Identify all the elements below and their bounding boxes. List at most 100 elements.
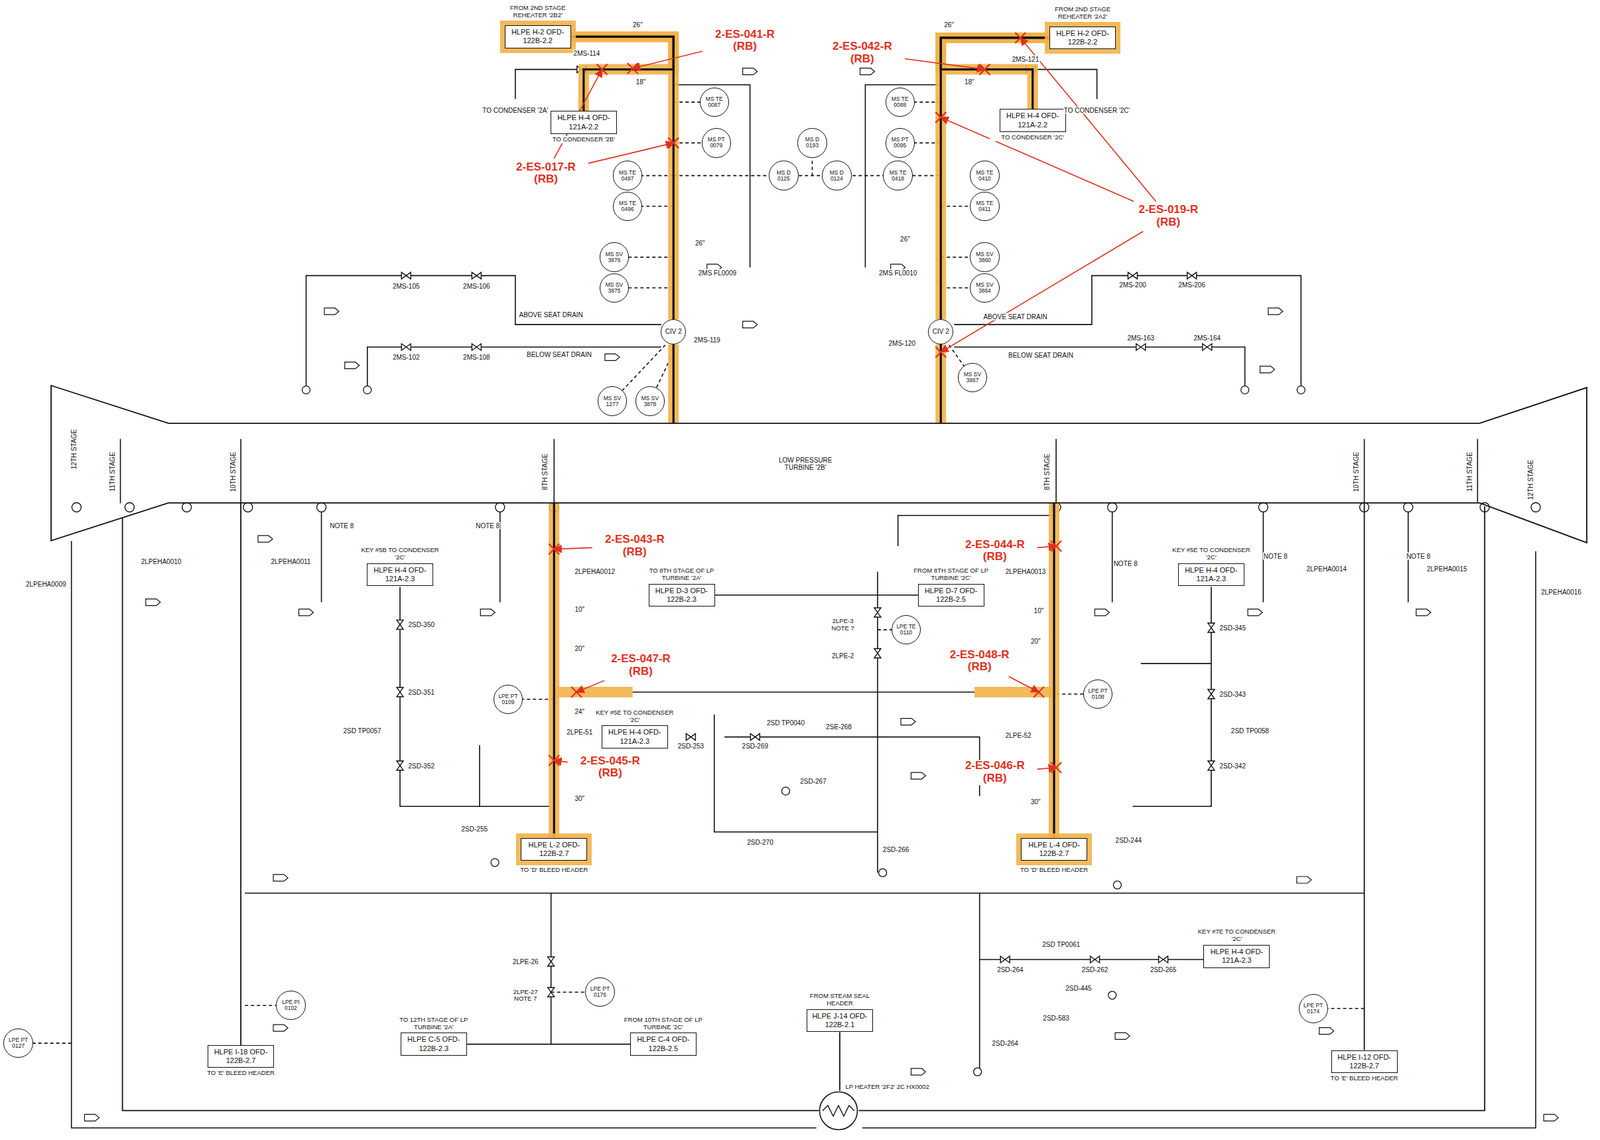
instrument-tag: MS PT 0095 xyxy=(888,136,912,149)
instrument-bubble: LPE PI 0102 xyxy=(275,990,306,1020)
tag-label: 2SD-343 xyxy=(1218,690,1246,698)
leader-line xyxy=(632,51,703,69)
instrument-bubble: LPE PT 0176 xyxy=(585,977,615,1007)
callout-number: 2-ES-041-R (RB) xyxy=(705,28,785,54)
line-flag xyxy=(344,362,360,369)
instrument-tag: MS D 0125 xyxy=(772,169,795,182)
cut-mark xyxy=(667,137,679,148)
instrument-tag: MS TE 0496 xyxy=(616,200,639,213)
valve-symbol xyxy=(396,619,404,629)
tag-label: 2SD TP0040 xyxy=(766,719,806,727)
line-flag xyxy=(1094,608,1110,616)
pipe-line xyxy=(1055,438,1057,503)
box-text: HLPE D-7 OFD-122B-2.5 xyxy=(922,586,980,604)
pipe-line xyxy=(321,507,323,603)
tag-label: 2MS-102 xyxy=(392,353,421,361)
valve-symbol xyxy=(401,271,411,279)
box-caption: KEY #5B TO CONDENSER '2C' xyxy=(356,546,444,562)
line-flag xyxy=(1416,608,1431,616)
valve-symbol xyxy=(1090,955,1100,963)
tag-label: 2SD TP0057 xyxy=(342,727,383,735)
tag-label: 2LPEHA0013 xyxy=(1004,567,1047,576)
valve-symbol xyxy=(874,648,881,658)
valve-circle: CIV 2 xyxy=(660,319,686,345)
stage-label: 10TH STAGE xyxy=(228,450,237,492)
tag-label: 2LPE-2 xyxy=(831,651,855,659)
drain-end xyxy=(1108,991,1117,1000)
instrument-tag: MS SV 3875 xyxy=(602,281,626,294)
box-caption: KEY #5E TO CONDENSER '2C' xyxy=(591,709,678,724)
box-text: HLPE I-12 OFD-122B-2.7 xyxy=(1335,1052,1394,1070)
tag-label: 2SD-264 xyxy=(996,965,1024,974)
box-caption: TO CONDENSER '2B' xyxy=(540,135,627,144)
box-text: HLPE H-2 OFD-122B-2.2 xyxy=(509,27,567,46)
pipe-line xyxy=(550,892,552,1045)
leader-line xyxy=(904,59,986,70)
box-caption: FROM 10TH STAGE OF LP TURBINE '2C' xyxy=(620,1016,707,1031)
equipment-name: LP HEATER '2F2' 2C HX0002 xyxy=(845,1083,938,1091)
tag-label: 2SD TP0058 xyxy=(1230,727,1270,735)
tag-label: 2SD-255 xyxy=(461,825,489,833)
heater-outline xyxy=(819,1091,858,1130)
drain-end xyxy=(878,868,887,877)
reference-box: FROM 2ND STAGE REHEATER '2B2'HLPE H-2 OF… xyxy=(504,25,572,48)
tag-label: 2SD-583 xyxy=(1042,1013,1070,1021)
stage-label: 8TH STAGE xyxy=(541,452,549,491)
instrument-bubble: MS D 0124 xyxy=(821,160,852,190)
callout-number: 2-ES-047-R (RB) xyxy=(600,652,681,678)
valve-symbol xyxy=(750,733,760,741)
line-flag xyxy=(1115,1032,1130,1039)
leader-line xyxy=(553,547,593,549)
stage-label: 12TH STAGE xyxy=(69,428,77,470)
instrument-bubble: LPE PT 0109 xyxy=(493,684,523,714)
stage-label: 12TH STAGE xyxy=(1527,459,1535,501)
box-text: HLPE H-4 OFD-121A-2.2 xyxy=(555,113,613,131)
instrument-bubble: MS TE 0088 xyxy=(885,87,915,117)
steam-pipe xyxy=(571,36,674,111)
valve-symbol xyxy=(396,687,404,697)
tag-label: ABOVE SEAT DRAIN xyxy=(518,310,584,318)
instrument-tag: MS TE 0497 xyxy=(616,169,639,182)
box-text: HLPE I-18 OFD-122B-2.7 xyxy=(212,1047,270,1065)
extraction-nozzle xyxy=(1107,502,1118,513)
tag-label: 2SD-244 xyxy=(1115,835,1143,844)
box-text: HLPE H-4 OFD-121A-2.3 xyxy=(371,565,429,584)
tag-label: 2SD-269 xyxy=(741,742,769,750)
tag-label: 26" xyxy=(943,20,955,28)
valve-symbol xyxy=(1202,343,1212,351)
steam-pipe xyxy=(571,36,674,320)
tag-label: NOTE 8 xyxy=(1113,559,1139,568)
pipe-line xyxy=(1140,662,1212,665)
steam-pipe xyxy=(672,344,675,424)
line-flag xyxy=(84,1113,99,1121)
pipe-line xyxy=(1477,438,1479,503)
tag-label: 2MS-121 xyxy=(1011,55,1041,64)
pipe-highlight xyxy=(940,37,1050,320)
box-caption: TO 'D' BLEED HEADER xyxy=(1010,866,1098,874)
stage-label: 10TH STAGE xyxy=(1352,450,1360,492)
instrument-bubble: LPE PT 0108 xyxy=(1083,679,1113,709)
instrument-bubble: MS SV 1277 xyxy=(597,386,627,416)
steam-pipe xyxy=(1052,502,1055,838)
tag-label: 2SD-345 xyxy=(1218,624,1246,632)
turbine-outline xyxy=(51,385,1587,543)
tag-label: 2MS FL0010 xyxy=(878,268,918,276)
instrument-tag: LPE PT 0176 xyxy=(588,985,611,998)
box-caption: TO CONDENSER '2C' xyxy=(989,133,1076,142)
cut-mark xyxy=(1033,686,1045,698)
line-flag xyxy=(273,874,288,881)
pipe-line xyxy=(240,438,242,503)
box-caption: KEY #7E TO CONDENSER '2C' xyxy=(1193,928,1280,943)
tag-label: TO CONDENSER '2A' xyxy=(481,106,549,115)
pipe-line xyxy=(953,275,1301,386)
steam-pipe xyxy=(1363,502,1366,1050)
pipe-line xyxy=(367,346,662,386)
callout-number: 2-ES-045-R (RB) xyxy=(570,754,651,780)
instrument-bubble: MS SV 3875 xyxy=(599,273,629,303)
extraction-nozzle xyxy=(124,502,134,513)
callout-number: 2-ES-042-R (RB) xyxy=(822,40,903,66)
stage-label: 11TH STAGE xyxy=(1466,451,1474,493)
valve-symbol xyxy=(547,956,555,966)
